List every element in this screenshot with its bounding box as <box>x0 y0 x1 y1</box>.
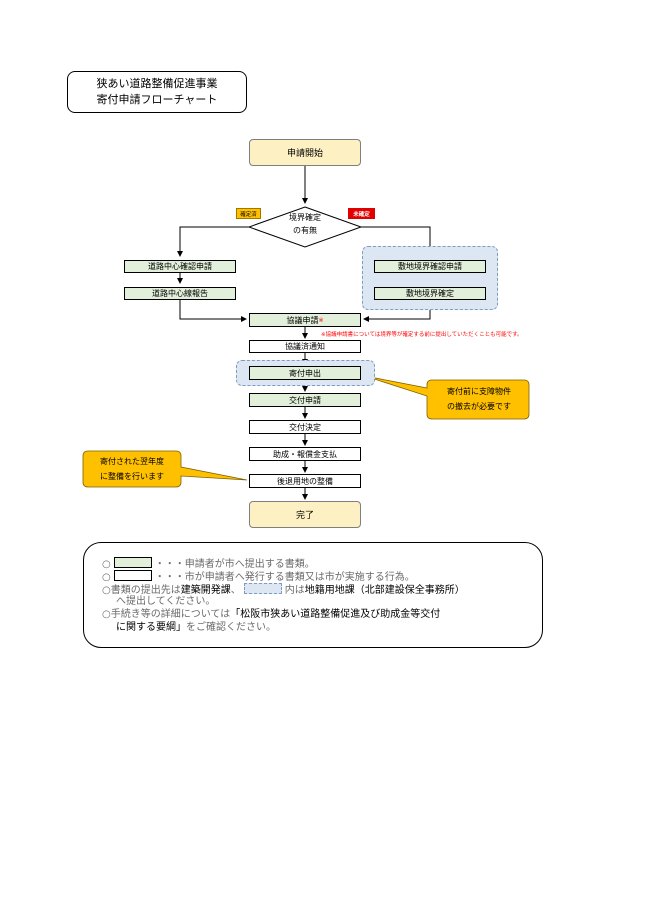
callout-right-line-2: の撤去が必要です <box>447 402 511 411</box>
legend-bullet: ○ <box>102 585 111 596</box>
legend-item3-bold1: 建築開発課 <box>180 585 231 596</box>
legend-item1-text: ・・・申請者が市へ提出する書類。 <box>154 559 315 570</box>
step-consultation-notice: 協議済通知 <box>249 340 361 353</box>
legend-swatch-blue <box>243 583 282 594</box>
legend-item4-post: をご確認ください。 <box>186 622 276 633</box>
decision-label: 境界確定 の有無 <box>265 211 345 237</box>
arrow-right-to-consult <box>363 306 431 322</box>
legend-item-city: ○ ・・・市が申請者へ発行する書類又は市が実施する行為。 <box>102 570 415 584</box>
legend-bullet: ○ <box>102 559 111 570</box>
legend-item4-pre: 手続き等の詳細については <box>110 609 231 620</box>
step-consultation-request: 協議申請※ <box>249 313 361 327</box>
callout-right-line-1: 寄付前に支障物件 <box>447 387 511 396</box>
legend-item3-in: 内は <box>284 585 305 596</box>
legend-item3-bold2: 地籍用地課（北部建設保全事務所） <box>304 585 465 596</box>
legend-item3-mid: 、 <box>230 585 241 596</box>
legend-swatch-green <box>113 557 152 568</box>
decision-line-2: の有無 <box>293 226 317 235</box>
callout-left-text: 寄付された翌年度 に整備を行います <box>84 454 180 484</box>
step-land-maintenance: 後退用地の整備 <box>249 474 361 488</box>
decision-diamond <box>247 206 363 248</box>
legend-item3-pre: 書類の提出先は <box>110 585 181 596</box>
document-title-box: 狭あい道路整備促進事業 寄付申請フローチャート <box>67 71 247 113</box>
step-delivery-decision: 交付決定 <box>249 420 361 434</box>
callout-right-text: 寄付前に支障物件 の撤去が必要です <box>430 384 528 414</box>
legend-item-submission: ○書類の提出先は建築開発課、 内は地籍用地課（北部建設保全事務所） <box>102 583 465 597</box>
consult-mark: ※ <box>318 316 324 324</box>
step-delivery-request: 交付申請 <box>249 393 361 407</box>
callout-left-line-2: に整備を行います <box>100 472 164 481</box>
legend-swatch-white <box>113 570 152 581</box>
step-subsidy-payment: 助成・報償金支払 <box>249 447 361 461</box>
legend-item-details: ○手続き等の詳細については「松阪市狭あい道路整備促進及び助成金等交付 <box>102 609 440 621</box>
title-line-2: 寄付申請フローチャート <box>96 93 218 106</box>
tag-unconfirmed: 未確定 <box>348 208 375 219</box>
consult-label: 協議申請 <box>286 315 319 325</box>
callout-right-shape <box>364 375 530 420</box>
legend-item4-line2: に関する要綱」をご確認ください。 <box>116 622 276 634</box>
legend-item4-bold2: に関する要綱」 <box>116 622 186 633</box>
callout-left-shape <box>82 450 248 488</box>
step-road-center-confirmation: 道路中心確認申請 <box>124 260 236 273</box>
arrow-left-to-consult <box>179 299 247 322</box>
arrow-left-branch <box>177 226 249 257</box>
title-line-1: 狭あい道路整備促進事業 <box>96 77 218 90</box>
legend-bullet: ○ <box>102 609 111 620</box>
decision-line-1: 境界確定 <box>289 213 321 222</box>
step-road-center-report: 道路中心線報告 <box>124 287 236 300</box>
step-site-boundary-confirmation: 敷地境界確認申請 <box>374 260 486 273</box>
legend-item2-text: ・・・市が申請者へ発行する書類又は市が実施する行為。 <box>154 572 415 583</box>
step-site-boundary-fixed: 敷地境界確定 <box>374 287 486 300</box>
legend-item4-bold1: 「松阪市狭あい道路整備促進及び助成金等交付 <box>230 609 441 620</box>
flow-start: 申請開始 <box>249 139 361 166</box>
flow-end: 完了 <box>249 501 361 528</box>
legend-item-applicant: ○ ・・・申請者が市へ提出する書類。 <box>102 557 315 571</box>
land-registry-group <box>362 246 498 310</box>
legend-box: ○ ・・・申請者が市へ提出する書類。 ○ ・・・市が申請者へ発行する書類又は市が実施… <box>83 542 543 648</box>
callout-left-line-1: 寄付された翌年度 <box>100 457 164 466</box>
legend-item3-line2: へ提出してください。 <box>116 596 216 607</box>
consultation-note: ※協議申請書については境界等が確定する前に提出していただくことも可能です。 <box>321 332 523 338</box>
tag-confirmed: 確定済 <box>236 208 261 219</box>
legend-bullet: ○ <box>102 572 111 583</box>
step-donation-offer: 寄付申出 <box>249 366 361 380</box>
